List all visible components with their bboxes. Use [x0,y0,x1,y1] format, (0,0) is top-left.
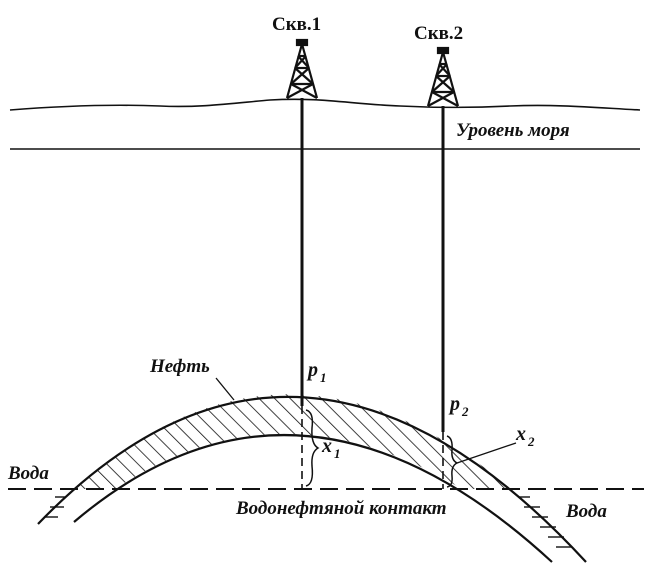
water-left-label: Вода [7,463,49,484]
x2-label: x [515,423,526,445]
oil-leader-line [215,377,235,401]
x1-label: x [321,435,332,457]
oil-layer-hatching [75,394,512,489]
x2-leader-line [456,442,517,464]
x1-brace [305,409,320,487]
water-right-label: Вода [565,501,607,522]
sea-level-label: Уровень моря [456,120,570,141]
x1-subscript: 1 [334,446,341,461]
well-1-label: Скв.1 [272,14,321,35]
well-2-label: Скв.2 [414,23,463,44]
p2-label: p [448,393,460,415]
p2-subscript: 2 [461,404,469,419]
reservoir-top-line [37,395,587,563]
p1-subscript: 1 [320,370,327,385]
well-1-derrick-icon [285,38,319,99]
water-right-dashes [518,496,572,548]
p1-label: p [306,359,318,381]
x2-subscript: 2 [527,434,535,449]
reservoir-bottom-line [73,434,553,563]
water-left-dashes [44,496,66,518]
ground-surface-line [9,98,641,111]
oil-water-contact-label: Водонефтяной контакт [235,498,447,519]
oil-label: Нефть [149,356,210,377]
well-2-derrick-icon [426,46,460,107]
